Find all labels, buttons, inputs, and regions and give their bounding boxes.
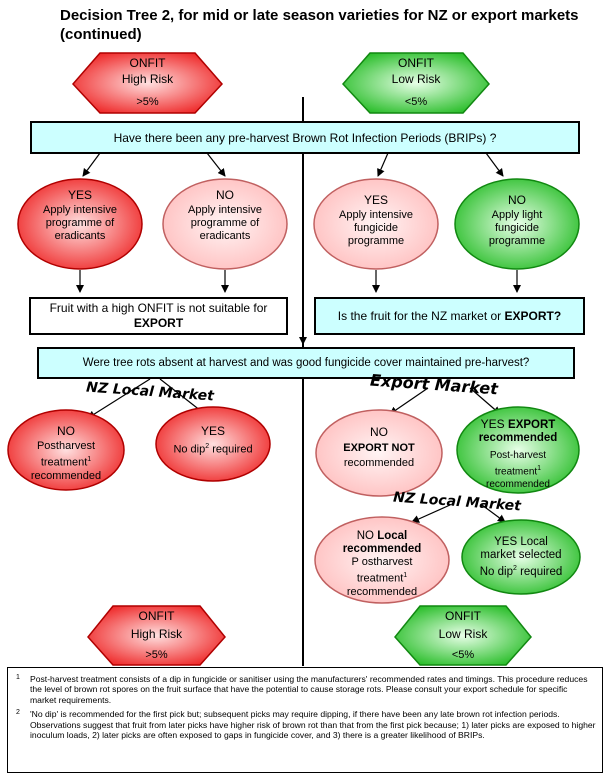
yes-low-ellipse-shape <box>313 178 439 270</box>
nz-no-head: NO <box>57 424 75 438</box>
exp-no-node: NO EXPORT NOT recommended <box>326 426 432 476</box>
no-low-body: Apply light fungicide programme <box>488 209 546 247</box>
loc-no-head: NO <box>356 530 378 542</box>
high-onfit-export-box: Fruit with a high ONFIT is not suitable … <box>29 297 288 335</box>
nz-yes-head: YES <box>200 424 225 438</box>
exp-yes-node: YES EXPORT recommended Post-harvest trea… <box>468 417 568 491</box>
question-tree-rots-box: Were tree rots absent at harvest and was… <box>37 347 575 379</box>
nz-yes-sup: 2 <box>205 443 210 450</box>
footnotes-box: 1 Post-harvest treatment consists of a d… <box>7 667 603 773</box>
question-brips-box: Have there been any pre-harvest Brown Ro… <box>30 121 580 154</box>
top-low-risk-shape <box>341 52 490 114</box>
no-high-head: NO <box>216 188 234 202</box>
loc-yes-sup: 2 <box>512 565 517 572</box>
bottom-high-risk-shape <box>87 605 226 666</box>
bottom-high-line1: ONFIT <box>138 608 175 623</box>
no-low-ellipse-shape <box>454 178 580 270</box>
exp-no-l1: recommended <box>343 457 415 469</box>
no-low-head: NO <box>508 193 526 207</box>
nz-yes-node: YES No dip2 required <box>163 425 263 465</box>
yes-low-body: Apply intensive fungicide programme <box>339 209 413 247</box>
loc-yes-l3: No dip <box>479 565 513 578</box>
top-high-line3: >5% <box>136 96 159 108</box>
loc-yes-ellipse-shape <box>461 519 581 595</box>
nz-no-l1: Postharvest <box>36 440 96 452</box>
exp-yes-sup: 1 <box>537 465 542 472</box>
no-high-ellipse-shape <box>162 178 288 270</box>
loc-no-sup: 1 <box>403 572 408 579</box>
top-high-line1: ONFIT <box>129 56 166 70</box>
exp-yes-l2: treatment <box>494 466 538 478</box>
bottom-high-risk-label: ONFIT High Risk >5% <box>88 606 225 665</box>
nz-yes-l1: No dip <box>173 443 206 456</box>
nz-yes-l2: required <box>209 443 253 456</box>
loc-no-bold: Local recommended <box>342 530 422 555</box>
loc-yes-l2: market selected <box>480 549 562 561</box>
top-low-line2: Low Risk <box>391 72 441 86</box>
exp-yes-l3: recommended <box>486 479 550 491</box>
loc-yes-node: YES Local market selected No dip2 requir… <box>471 536 571 581</box>
top-low-line3: <5% <box>404 96 428 108</box>
yes-high-ellipse-shape <box>17 178 143 270</box>
yes-high-node: YES Apply intensive programme of eradica… <box>28 189 132 259</box>
bottom-low-line1: ONFIT <box>445 608 481 623</box>
bottom-low-risk-label: ONFIT Low Risk <5% <box>395 606 531 665</box>
high-onfit-bold: EXPORT <box>133 316 184 330</box>
nz-no-node: NO Postharvest treatment1 recommended <box>20 424 112 482</box>
market-question-box: Is the fruit for the NZ market or EXPORT… <box>314 297 585 335</box>
footnote-2: 2 'No dip' is recommended for the first … <box>14 709 596 740</box>
nz-yes-ellipse-shape <box>155 406 271 482</box>
exp-yes-bold: EXPORT recommended <box>478 419 558 444</box>
nz-no-l2: treatment <box>40 456 88 469</box>
nz-no-l3: recommended <box>30 469 102 482</box>
footnote-1: 1 Post-harvest treatment consists of a d… <box>14 674 596 705</box>
market-question-text: Is the fruit for the NZ market or <box>337 309 505 323</box>
loc-no-l2: treatment <box>356 572 404 585</box>
page-title: Decision Tree 2, for mid or late season … <box>60 7 579 43</box>
high-onfit-text: Fruit with a high ONFIT is not suitable … <box>49 301 268 315</box>
footnote-1-text: Post-harvest treatment consists of a dip… <box>30 674 588 705</box>
exp-yes-ellipse-shape <box>456 406 580 494</box>
market-question-bold: EXPORT? <box>504 309 562 323</box>
loc-yes-l1: YES Local <box>494 536 548 548</box>
bottom-high-line3: >5% <box>145 648 168 661</box>
loc-no-ellipse-shape <box>314 516 450 604</box>
yes-high-head: YES <box>67 188 92 202</box>
bottom-low-risk-shape <box>394 605 532 666</box>
nz-no-sup: 1 <box>87 456 92 463</box>
top-low-line1: ONFIT <box>398 56 434 70</box>
yes-low-node: YES Apply intensive fungicide programme <box>330 194 422 264</box>
exp-no-bold: EXPORT NOT <box>343 442 415 454</box>
bottom-high-line2: High Risk <box>130 626 183 641</box>
footnote-1-num: 1 <box>16 674 20 681</box>
exp-no-ellipse-shape <box>315 409 443 497</box>
yes-high-body: Apply intensive programme of eradicants <box>43 204 117 242</box>
top-high-risk-shape <box>71 52 224 114</box>
top-high-line2: High Risk <box>121 72 174 86</box>
loc-yes-l4: required <box>516 565 563 578</box>
top-high-risk-label: ONFIT High Risk >5% <box>73 53 222 113</box>
bottom-low-line2: Low Risk <box>438 626 488 641</box>
loc-no-l3: recommended <box>346 585 418 598</box>
yes-low-head: YES <box>363 193 388 207</box>
loc-no-node: NO Local recommended P ostharvest treatm… <box>330 530 434 600</box>
exp-yes-l1: Post-harvest <box>489 450 547 461</box>
no-high-body: Apply intensive programme of eradicants <box>188 204 262 242</box>
loc-no-l1: P ostharvest <box>351 556 413 568</box>
bottom-low-line3: <5% <box>451 648 475 661</box>
footnote-2-num: 2 <box>16 709 20 717</box>
top-low-risk-label: ONFIT Low Risk <5% <box>343 53 489 113</box>
no-low-node: NO Apply light fungicide programme <box>475 194 559 264</box>
footnote-2-text: 'No dip' is recommended for the first pi… <box>30 709 596 741</box>
no-high-node: NO Apply intensive programme of eradican… <box>173 189 277 259</box>
exp-yes-head: YES <box>480 417 509 431</box>
nz-no-ellipse-shape <box>7 409 125 491</box>
exp-no-head: NO <box>370 425 388 439</box>
